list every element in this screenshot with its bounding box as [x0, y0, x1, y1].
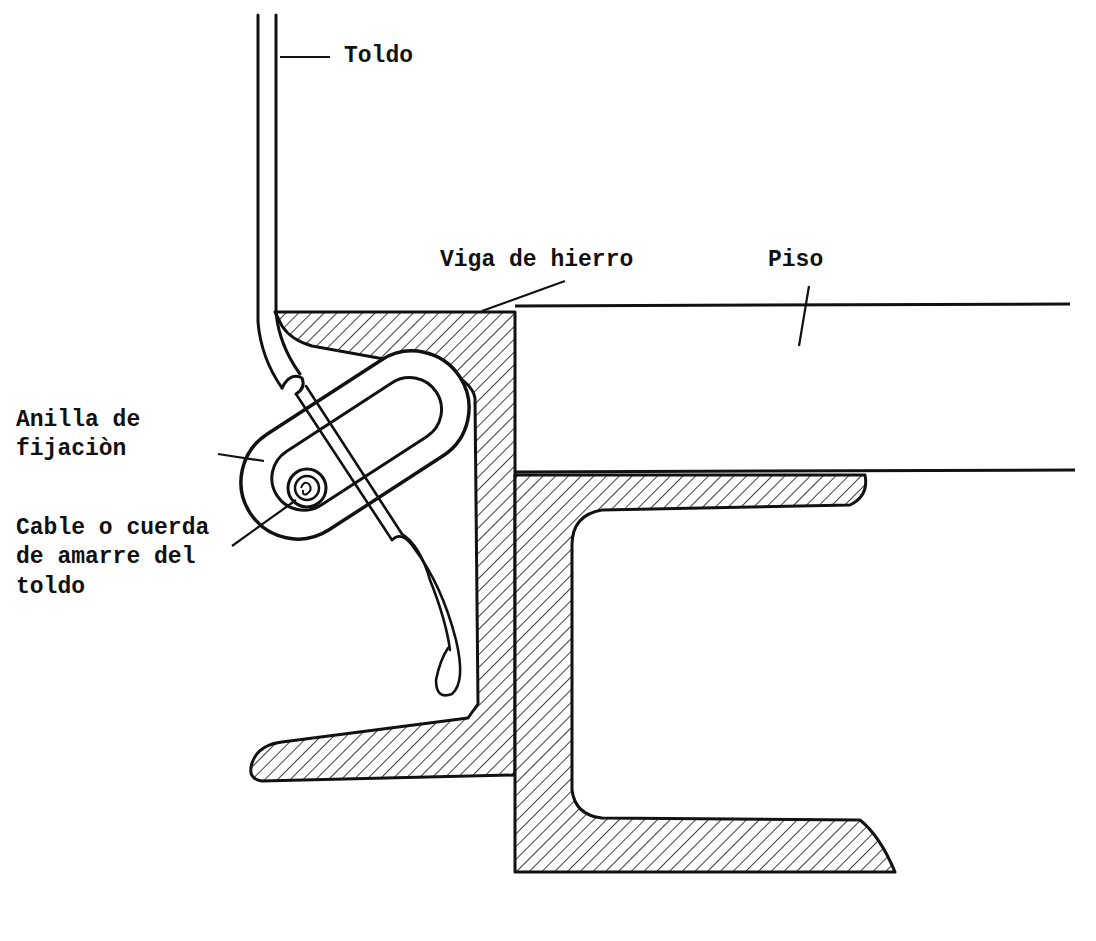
awning-canvas: [258, 15, 303, 394]
part-label: Piso: [768, 246, 823, 275]
fixing-ring: [219, 329, 491, 561]
channel-beam: [515, 475, 895, 872]
floor-plank: [515, 304, 1075, 472]
leader-lines: [218, 57, 809, 546]
part-label: Anilla de fijaciòn: [16, 406, 166, 465]
part-label: Toldo: [344, 42, 413, 71]
canvas-hem-strap: [296, 386, 460, 695]
part-label: Cable o cuerda de amarre del toldo: [16, 514, 228, 602]
part-label: Viga de hierro: [440, 246, 633, 275]
